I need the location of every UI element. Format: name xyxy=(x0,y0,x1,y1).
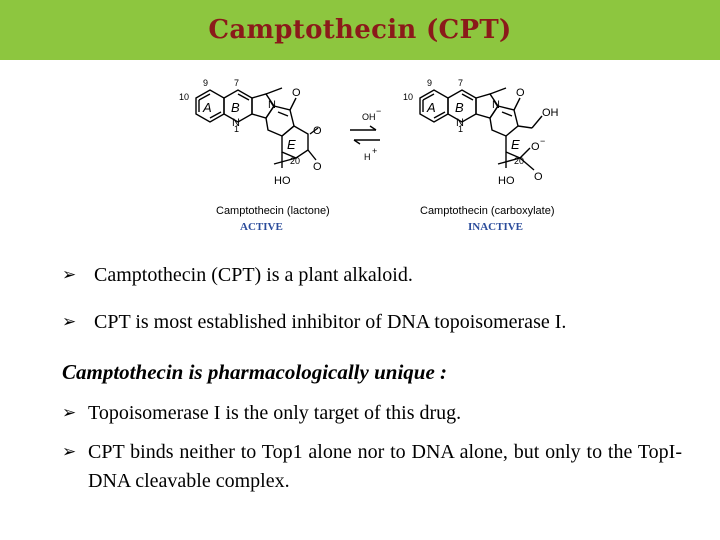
bullet-text: CPT is most established inhibitor of DNA… xyxy=(94,311,567,333)
bullet-text: Camptothecin (CPT) is a plant alkaloid. xyxy=(94,264,413,286)
num-1: 1 xyxy=(234,124,239,134)
o-carboxylate: O xyxy=(531,141,540,153)
n-atom: N xyxy=(492,99,500,111)
h-label: H xyxy=(364,152,371,162)
ring-b-label: B xyxy=(231,100,240,115)
ring-e-label: E xyxy=(287,137,296,152)
n-atom-b: N xyxy=(456,117,464,129)
ring-a-label: A xyxy=(202,100,212,115)
num-9: 9 xyxy=(203,78,208,88)
carboxylate-atom-labels: 9 7 10 1 20 N N O OH O − O HO xyxy=(403,78,559,187)
bullet-arrow-icon: ➢ xyxy=(62,265,77,285)
ring-b-label: B xyxy=(455,100,464,115)
o-carbonyl: O xyxy=(292,87,301,99)
num-7: 7 xyxy=(234,78,239,88)
num-1: 1 xyxy=(458,124,463,134)
oh-sign: − xyxy=(376,106,381,116)
list-item: ➢ Topoisomerase I is the only target of … xyxy=(62,399,682,428)
n-atom-b: N xyxy=(232,117,240,129)
lactone-name: Camptothecin (lactone) xyxy=(216,205,330,217)
ring-e-label: E xyxy=(511,137,520,152)
carboxylate-structure xyxy=(419,87,543,171)
chemical-equilibrium-scheme: A B E 9 7 10 1 20 N N O O O HO Camptothe… xyxy=(170,72,580,240)
ring-a-label: A xyxy=(426,100,436,115)
h-sign: + xyxy=(372,146,377,156)
title-bar: Camptothecin (CPT) xyxy=(0,0,720,60)
o-lactone: O xyxy=(313,161,322,173)
list-item: ➢ Camptothecin (CPT) is a plant alkaloid… xyxy=(62,261,682,290)
num-10: 10 xyxy=(179,92,189,102)
equilibrium-arrows xyxy=(350,125,380,145)
active-label: ACTIVE xyxy=(240,221,283,233)
bullet-arrow-icon: ➢ xyxy=(62,312,77,332)
ho-label: HO xyxy=(274,175,291,187)
n-atom: N xyxy=(268,99,276,111)
lactone-structure xyxy=(195,87,319,168)
list-item: ➢ CPT is most established inhibitor of D… xyxy=(62,308,682,337)
num-20: 20 xyxy=(290,156,300,166)
slide-title: Camptothecin (CPT) xyxy=(208,15,512,45)
o-carbonyl: O xyxy=(516,87,525,99)
carboxylate-ring-labels: A B E xyxy=(426,100,520,152)
bullet-arrow-icon: ➢ xyxy=(62,442,77,462)
bullet-arrow-icon: ➢ xyxy=(62,403,77,423)
bullet-text: Topoisomerase I is the only target of th… xyxy=(88,402,462,424)
num-9: 9 xyxy=(427,78,432,88)
carboxylate-name: Camptothecin (carboxylate) xyxy=(420,205,555,217)
bottom-bullet-list: ➢ Topoisomerase I is the only target of … xyxy=(62,399,682,506)
subheading: Camptothecin is pharmacologically unique… xyxy=(62,360,448,384)
ho-label: HO xyxy=(498,175,515,187)
inactive-label: INACTIVE xyxy=(468,221,523,233)
camptothecin-structures: A B E 9 7 10 1 20 N N O O O HO Camptothe… xyxy=(179,78,559,233)
o-minus: − xyxy=(540,136,545,146)
o-ring: O xyxy=(313,125,322,137)
top-bullet-list: ➢ Camptothecin (CPT) is a plant alkaloid… xyxy=(62,261,682,355)
num-10: 10 xyxy=(403,92,413,102)
oh-group: OH xyxy=(542,107,559,119)
oh-label: OH xyxy=(362,112,376,122)
list-item: ➢ CPT binds neither to Top1 alone nor to… xyxy=(62,438,682,496)
lactone-ring-labels: A B E xyxy=(202,100,296,152)
bullet-text: CPT binds neither to Top1 alone nor to D… xyxy=(88,441,682,492)
lactone-atom-labels: 9 7 10 1 20 N N O O O HO xyxy=(179,78,322,187)
o-acid: O xyxy=(534,171,543,183)
num-7: 7 xyxy=(458,78,463,88)
num-20: 20 xyxy=(514,156,524,166)
